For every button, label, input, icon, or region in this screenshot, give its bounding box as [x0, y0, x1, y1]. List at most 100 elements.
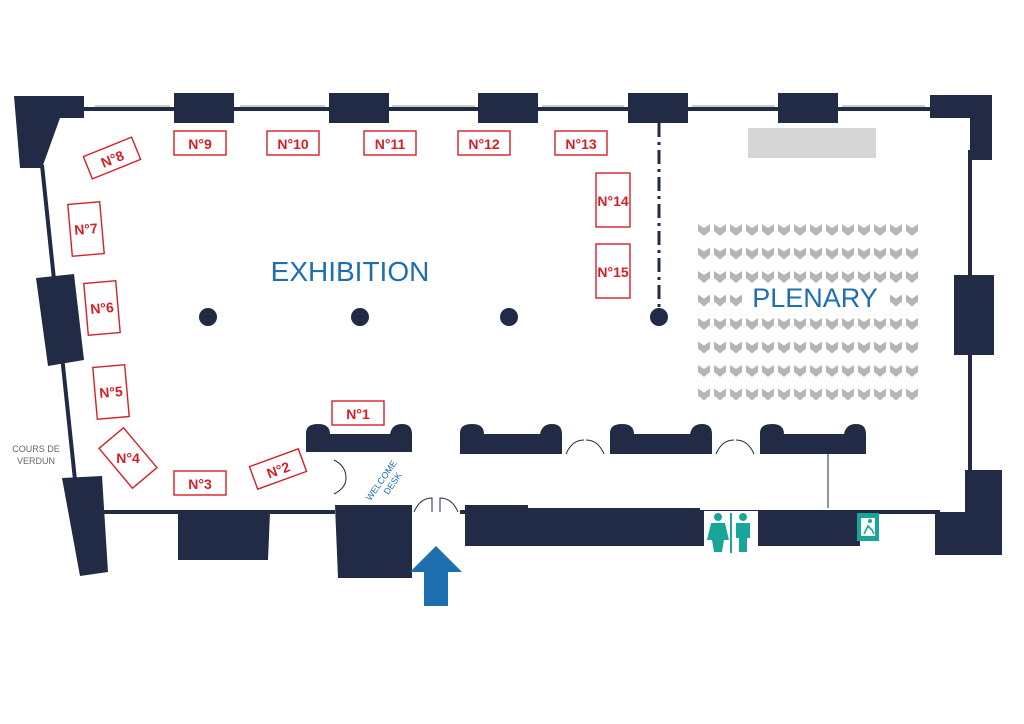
column [199, 308, 217, 326]
booth-n1[interactable]: N°1 [331, 400, 385, 426]
column [500, 308, 518, 326]
booth-n15[interactable]: N°15 [595, 243, 631, 299]
restroom-icon[interactable] [704, 511, 758, 553]
walls [14, 93, 1002, 578]
seat [698, 365, 710, 377]
seat [858, 318, 870, 330]
seat [698, 341, 710, 354]
seat [794, 365, 806, 377]
seat [730, 388, 742, 401]
seat [874, 224, 886, 236]
seat [874, 365, 886, 377]
seat [730, 271, 742, 283]
seat [842, 388, 854, 401]
booth-n3[interactable]: N°3 [173, 470, 227, 496]
seat [890, 271, 902, 283]
seat [874, 271, 886, 283]
seat [810, 271, 822, 283]
seat [826, 341, 838, 354]
seat [906, 247, 918, 260]
seat [826, 271, 838, 283]
seat [778, 318, 790, 330]
column [650, 308, 668, 326]
seat [746, 247, 758, 260]
exhibition-label: EXHIBITION [271, 256, 430, 287]
seat [714, 294, 726, 307]
booth-n6[interactable]: N°6 [83, 279, 121, 337]
booth-n9[interactable]: N°9 [173, 130, 227, 156]
svg-text:N°12: N°12 [468, 136, 499, 152]
seat [906, 388, 918, 401]
seat [698, 247, 710, 260]
seat [890, 318, 902, 330]
seat [874, 247, 886, 260]
seat [810, 388, 822, 401]
svg-text:N°11: N°11 [375, 136, 406, 152]
seat [730, 224, 742, 236]
booth-n2[interactable]: N°2 [248, 447, 308, 491]
seat [746, 341, 758, 354]
seat [826, 318, 838, 330]
booths: N°9 N°10 N°11 N°12 N°13 N°14 N°15 N°1 N°… [67, 130, 631, 496]
seat [890, 224, 902, 236]
column [351, 308, 369, 326]
seat [714, 224, 726, 236]
seat [714, 341, 726, 354]
booth-n8[interactable]: N°8 [82, 136, 142, 180]
welcome-desk: WELCOME DESK [364, 458, 404, 502]
booth-n5[interactable]: N°5 [92, 363, 130, 421]
svg-text:N°15: N°15 [597, 264, 628, 280]
street-label-line1: COURS DE [12, 444, 60, 454]
seat [890, 341, 902, 354]
seat [842, 365, 854, 377]
seat [762, 388, 774, 401]
seat [858, 224, 870, 236]
seat [746, 224, 758, 236]
seat [794, 224, 806, 236]
seat [730, 365, 742, 377]
seat [762, 318, 774, 330]
seat [730, 341, 742, 354]
seat [858, 341, 870, 354]
seat [762, 365, 774, 377]
seat [906, 341, 918, 354]
seat [906, 365, 918, 377]
booth-n13[interactable]: N°13 [554, 130, 608, 156]
svg-text:N°9: N°9 [188, 136, 212, 152]
street-label-line2: VERDUN [17, 456, 55, 466]
seat [778, 388, 790, 401]
seat [794, 388, 806, 401]
booth-n12[interactable]: N°12 [457, 130, 511, 156]
seat [858, 388, 870, 401]
entrance-arrow-icon[interactable] [410, 546, 462, 606]
seat [890, 247, 902, 260]
seat [906, 318, 918, 330]
booth-n14[interactable]: N°14 [595, 172, 631, 228]
seat [842, 224, 854, 236]
seat [874, 388, 886, 401]
seat [698, 318, 710, 330]
seat [746, 388, 758, 401]
seat [858, 365, 870, 377]
seat [842, 341, 854, 354]
booth-n4[interactable]: N°4 [98, 426, 158, 490]
booth-n11[interactable]: N°11 [363, 130, 417, 156]
booth-n10[interactable]: N°10 [266, 130, 320, 156]
seat [906, 224, 918, 236]
seat [714, 318, 726, 330]
svg-text:N°10: N°10 [277, 136, 308, 152]
seat [746, 365, 758, 377]
seat [730, 247, 742, 260]
seat [810, 224, 822, 236]
seat [794, 341, 806, 354]
seat [762, 224, 774, 236]
booth-n7[interactable]: N°7 [67, 200, 105, 258]
svg-text:N°1: N°1 [346, 406, 370, 422]
seat [858, 247, 870, 260]
emergency-exit-icon[interactable] [857, 513, 879, 541]
seat [826, 247, 838, 260]
doors [333, 439, 829, 513]
stage [748, 128, 876, 158]
svg-text:N°14: N°14 [597, 193, 628, 209]
seat [826, 224, 838, 236]
